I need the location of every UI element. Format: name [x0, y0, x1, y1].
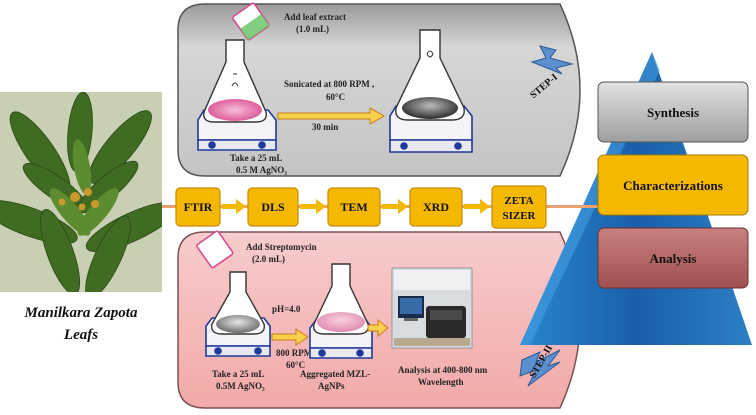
analysis-box-label: Analysis [650, 251, 697, 266]
step1-time: 30 min [312, 122, 338, 132]
technique-zeta-1: ZETA [504, 195, 533, 207]
synthesis-label: Synthesis [647, 105, 699, 120]
beaker-pour-1 [232, 2, 270, 41]
technique-box-xrd [409, 187, 463, 227]
technique-xrd: XRD [423, 200, 449, 214]
beaker-pour-2 [196, 230, 234, 269]
technique-box-tem [327, 187, 381, 227]
step1-condition-1: Sonicated at 800 RPM , [284, 79, 374, 89]
plant-caption-line2: Leafs [63, 327, 99, 343]
flask-3 [211, 271, 265, 335]
step2-ph: pH=4.0 [272, 304, 301, 314]
add-extract-label: Add leaf extract [284, 12, 346, 22]
technique-box-dls [247, 187, 299, 227]
add-extract-volume: (1.0 mL) [296, 24, 329, 34]
analysis-label-1: Analysis at 400-800 nm [398, 365, 488, 375]
leaf-illustration [0, 92, 162, 292]
step2-take-1: Take a 25 mL [212, 369, 264, 379]
technique-box-ftir [175, 187, 221, 227]
plant-caption: Manilkara Zapota Leafs [0, 302, 162, 346]
step2-condition-1: 800 RPM , [276, 348, 317, 358]
characterizations-label: Characterizations [623, 178, 723, 193]
step2-condition-2: 60°C [286, 360, 305, 370]
technique-chain [175, 185, 547, 229]
flask-1 [203, 39, 267, 123]
step1-panel [177, 3, 581, 177]
pyramid-box-synthesis [597, 81, 749, 143]
step2-take-2: 0.5M AgNO₃ [216, 381, 265, 391]
pyramid-box-analysis [597, 227, 749, 289]
aggregated-1: Aggregated MZL- [300, 369, 370, 379]
step2-arrow-2 [367, 318, 389, 338]
aggregated-2: AgNPs [318, 381, 345, 391]
pyramid-box-characterizations [597, 154, 749, 216]
leaf-photo [0, 92, 162, 292]
plant-caption-line1: Manilkara Zapota [24, 305, 138, 321]
step1-take-2: 0.5 M AgNO₃ [236, 165, 287, 175]
lightning-icon-step2 [519, 349, 561, 387]
step1-condition-2: 60°C [326, 92, 345, 102]
flask-2 [395, 29, 465, 121]
add-drug-volume: (2.0 mL) [252, 254, 285, 264]
technique-dls: DLS [261, 200, 285, 214]
technique-zeta-2: SIZER [502, 210, 536, 222]
lightning-icon-step1 [530, 45, 574, 75]
step1-take-1: Take a 25 mL [230, 153, 282, 163]
technique-box-zeta [491, 185, 547, 229]
spectrophotometer-photo [391, 267, 473, 349]
step1-arrow [277, 107, 386, 125]
technique-tem: TEM [340, 200, 367, 214]
technique-ftir: FTIR [184, 200, 213, 214]
add-drug-label: Add Streptomycin [246, 242, 317, 252]
analysis-label-2: Wavelength [418, 377, 464, 387]
step2-arrow-1 [271, 328, 309, 346]
